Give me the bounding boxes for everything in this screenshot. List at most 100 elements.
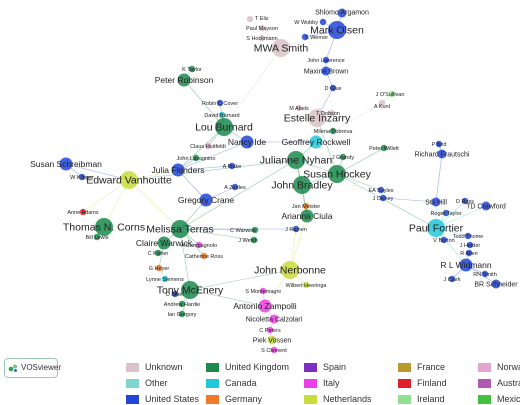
node-label: Jan Meister: [292, 204, 321, 210]
node-circle[interactable]: [157, 236, 171, 250]
node-circle[interactable]: [292, 225, 300, 233]
node-label: V Burton: [433, 238, 454, 244]
node-label: J Grundy: [332, 155, 355, 161]
node-circle[interactable]: [246, 15, 254, 23]
node-circle[interactable]: [308, 109, 326, 127]
node-circle[interactable]: [95, 218, 113, 236]
legend-label: Finland: [417, 378, 447, 388]
node-circle[interactable]: [302, 202, 310, 210]
node-label: J Heider: [460, 243, 481, 249]
node-label: K Taylor: [182, 67, 202, 73]
node-circle[interactable]: [178, 300, 186, 308]
node-circle[interactable]: [481, 270, 489, 278]
node-circle[interactable]: [200, 252, 208, 260]
node-circle[interactable]: [259, 287, 267, 295]
node-circle[interactable]: [466, 241, 474, 249]
legend-label: Other: [145, 378, 168, 388]
node-circle[interactable]: [251, 226, 259, 234]
node-circle[interactable]: [464, 232, 472, 240]
node-label: D Ross: [456, 199, 474, 205]
node-circle[interactable]: [177, 73, 191, 87]
node-label: S Werner: [305, 35, 328, 41]
node-circle[interactable]: [388, 90, 396, 98]
node-circle[interactable]: [258, 34, 266, 42]
node-circle[interactable]: [465, 249, 473, 257]
node-label: Susan Schreibman: [30, 159, 102, 169]
node-circle[interactable]: [339, 153, 347, 161]
node-circle[interactable]: [302, 281, 310, 289]
node-circle[interactable]: [181, 281, 199, 299]
node-circle[interactable]: [322, 56, 330, 64]
node-circle[interactable]: [171, 220, 189, 238]
node-circle[interactable]: [287, 151, 305, 169]
node-circle[interactable]: [481, 201, 491, 211]
node-circle[interactable]: [427, 219, 445, 237]
node-circle[interactable]: [267, 335, 277, 345]
node-circle[interactable]: [78, 173, 86, 181]
node-circle[interactable]: [281, 261, 299, 279]
node-circle[interactable]: [459, 258, 473, 272]
node-circle[interactable]: [435, 140, 443, 148]
node-circle[interactable]: [258, 299, 272, 313]
node-circle[interactable]: [461, 197, 469, 205]
node-circle[interactable]: [491, 279, 501, 289]
node-circle[interactable]: [321, 66, 331, 76]
node-circle[interactable]: [377, 186, 385, 194]
node-circle[interactable]: [192, 154, 200, 162]
node-circle[interactable]: [178, 310, 186, 318]
node-circle[interactable]: [328, 21, 346, 39]
node-circle[interactable]: [329, 127, 337, 135]
node-circle[interactable]: [188, 65, 196, 73]
node-circle[interactable]: [218, 111, 226, 119]
node-label: G Heyer: [149, 266, 170, 272]
node-label: W Klipper: [70, 175, 94, 181]
node-circle[interactable]: [319, 18, 327, 26]
node-circle[interactable]: [231, 183, 239, 191]
node-circle[interactable]: [59, 157, 73, 171]
node-circle[interactable]: [266, 326, 274, 334]
node-circle[interactable]: [228, 162, 236, 170]
node-circle[interactable]: [154, 249, 162, 257]
node-circle[interactable]: [155, 264, 163, 272]
node-circle[interactable]: [250, 236, 258, 244]
legend-item: Unknown: [126, 361, 183, 373]
node-circle[interactable]: [171, 290, 179, 298]
node-circle[interactable]: [195, 241, 203, 249]
node-circle[interactable]: [380, 144, 388, 152]
node-circle[interactable]: [269, 314, 279, 324]
node-label: John Lavagnino: [177, 156, 216, 162]
node-circle[interactable]: [309, 135, 323, 149]
node-circle[interactable]: [431, 197, 441, 207]
node-circle[interactable]: [258, 24, 266, 32]
node-circle[interactable]: [120, 171, 138, 189]
node-circle[interactable]: [204, 142, 212, 150]
node-circle[interactable]: [216, 99, 224, 107]
node-circle[interactable]: [293, 176, 311, 194]
node-circle[interactable]: [161, 275, 169, 283]
node-circle[interactable]: [329, 84, 337, 92]
edge: [128, 179, 181, 230]
node-circle[interactable]: [272, 39, 290, 57]
node-circle[interactable]: [378, 99, 386, 107]
node-circle[interactable]: [337, 8, 347, 18]
node-circle[interactable]: [79, 208, 87, 216]
edge: [128, 159, 297, 181]
node-circle[interactable]: [295, 104, 303, 112]
node-circle[interactable]: [199, 193, 213, 207]
node-circle[interactable]: [440, 236, 448, 244]
node-circle[interactable]: [379, 194, 387, 202]
node-circle[interactable]: [215, 118, 233, 136]
edge: [435, 205, 487, 229]
node-label: Melissa Terras: [146, 224, 214, 236]
node-circle[interactable]: [240, 135, 254, 149]
node-circle[interactable]: [448, 275, 456, 283]
node-circle[interactable]: [300, 209, 314, 223]
node-circle[interactable]: [442, 209, 450, 217]
node-circle[interactable]: [328, 109, 336, 117]
node-circle[interactable]: [93, 233, 101, 241]
node-circle[interactable]: [270, 346, 278, 354]
node-circle[interactable]: [171, 163, 185, 177]
node-circle[interactable]: [437, 149, 447, 159]
node-circle[interactable]: [301, 33, 309, 41]
node-circle[interactable]: [328, 165, 346, 183]
